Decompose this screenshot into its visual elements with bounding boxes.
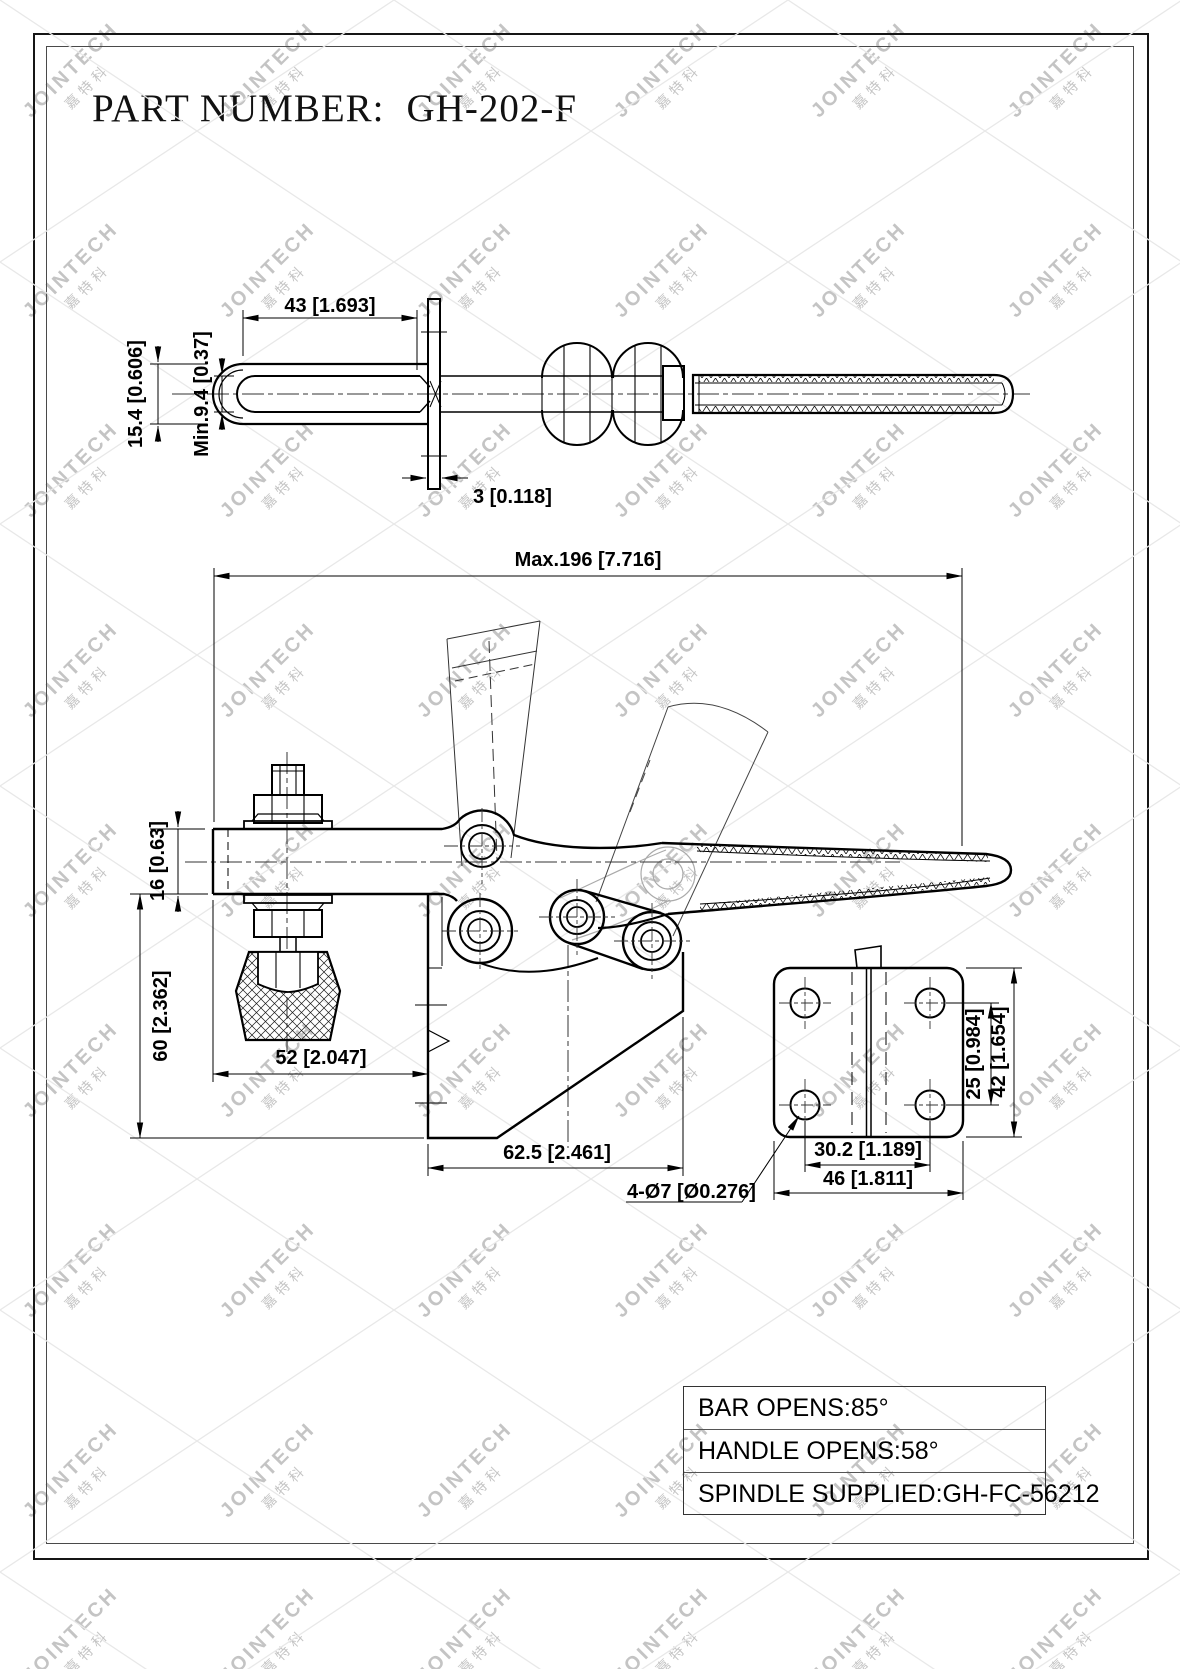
dim-holes-callout: 4-Ø7 [Ø0.276] [627, 1181, 756, 1203]
dim-bar-height: 16 [0.63] [147, 821, 169, 901]
dim-plate-thickness: 3 [0.118] [473, 486, 552, 508]
dimension-labels: 43 [1.693] 15.4 [0.606] Min.9.4 [0.37] 3… [125, 295, 1010, 1203]
side-view-drawing [130, 568, 1013, 1176]
end-view-drawing [626, 945, 1022, 1203]
spec-row-handle-opens: HANDLE OPENS:58° [684, 1430, 1045, 1473]
spec-row-spindle-supplied: SPINDLE SUPPLIED:GH-FC-56212 [698, 1480, 1100, 1508]
dim-base-height: 60 [2.362] [150, 970, 172, 1061]
dim-plate-width: 46 [1.811] [823, 1168, 913, 1190]
dim-hole-vspacing: 25 [0.984] [963, 1008, 985, 1099]
top-view-drawing [150, 298, 1030, 490]
dim-plate-height: 42 [1.654] [988, 1006, 1010, 1097]
dim-slot-width: Min.9.4 [0.37] [191, 331, 213, 457]
spec-row-bar-opens: BAR OPENS:85° [684, 1387, 1045, 1430]
dim-hole-hspacing: 30.2 [1.189] [814, 1139, 922, 1161]
dim-bar-width: 15.4 [0.606] [125, 340, 147, 448]
dim-base-length: 62.5 [2.461] [503, 1142, 611, 1164]
spec-table: BAR OPENS:85° HANDLE OPENS:58° SPINDLE S… [683, 1386, 1100, 1515]
dim-overall-length: Max.196 [7.716] [515, 549, 662, 571]
dim-slot-length: 43 [1.693] [284, 295, 375, 317]
dim-front-overhang: 52 [2.047] [275, 1047, 366, 1069]
